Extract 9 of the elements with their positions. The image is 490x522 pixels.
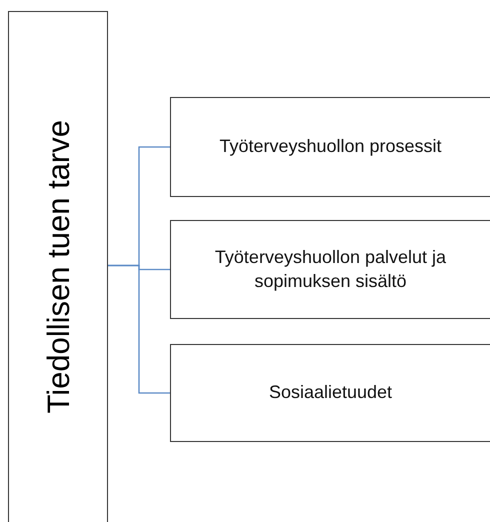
- box-label: Sosiaalietuudet: [268, 381, 392, 404]
- connector-line: [108, 264, 170, 394]
- topic-box: [170, 220, 490, 319]
- vertical-title-box: [8, 11, 108, 522]
- topic-box: [170, 97, 490, 197]
- box-label: Työterveyshuollon palvelut ja sopimuksen sisältö: [214, 246, 448, 293]
- box-label: Tiedollisen tuen tarve: [42, 120, 74, 414]
- box-label: Työterveyshuollon prosessit: [219, 135, 442, 158]
- topic-box: [170, 344, 490, 442]
